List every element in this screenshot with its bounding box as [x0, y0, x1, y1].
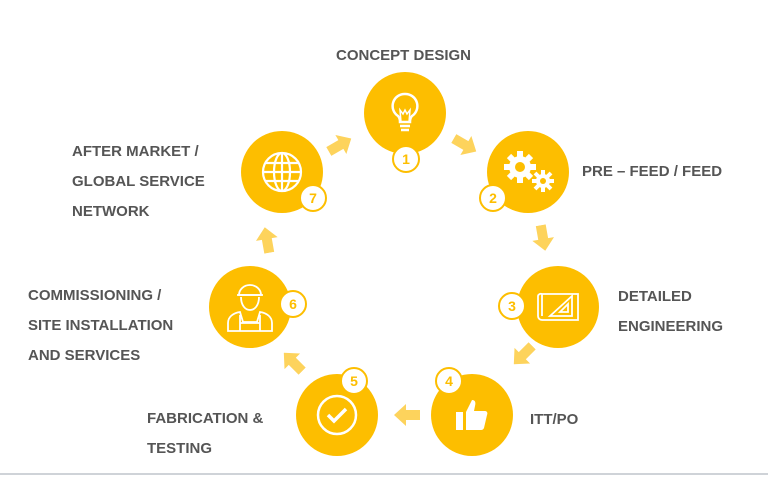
label-commissioning: COMMISSIONING / SITE INSTALLATION AND SERV…: [28, 281, 173, 371]
arrow-1-to-2: [451, 134, 477, 156]
worker-icon: [227, 284, 273, 332]
step-badge-6: 6: [279, 290, 307, 318]
label-line: PRE – FEED / FEED: [582, 163, 723, 180]
label-line: NETWORK: [72, 203, 150, 220]
label-line: DETAILED: [618, 288, 692, 305]
label-detailed-engineering: DETAILED ENGINEERING: [618, 282, 723, 342]
label-pre-feed: PRE – FEED / FEED: [582, 157, 722, 187]
bottom-divider: [0, 473, 768, 475]
check-circle-icon: [316, 394, 358, 436]
step-circle-3: [517, 266, 599, 348]
label-line: GLOBAL SERVICE: [72, 173, 205, 190]
label-line: SITE INSTALLATION: [28, 317, 174, 334]
step-badge-7: 7: [299, 184, 327, 212]
step-badge-1: 1: [392, 145, 420, 173]
lightbulb-icon: [391, 92, 419, 132]
label-itt-po: ITT/PO: [530, 405, 578, 435]
arrow-3-to-4: [513, 342, 536, 365]
arrow-2-to-3: [532, 224, 555, 251]
label-line: AND SERVICES: [28, 347, 141, 364]
step-badge-4: 4: [435, 367, 463, 395]
step-badge-5: 5: [340, 367, 368, 395]
blueprint-icon: [537, 292, 579, 321]
step-circle-2: [487, 131, 569, 213]
label-line: COMMISSIONING /: [28, 287, 162, 304]
step-circle-6: [209, 266, 291, 348]
label-line: AFTER MARKET /: [72, 143, 199, 160]
label-line: ENGINEERING: [618, 318, 724, 335]
arrow-7-to-1: [326, 134, 352, 156]
globe-icon: [261, 151, 303, 193]
label-line: ITT/PO: [530, 411, 579, 428]
step-badge-2: 2: [479, 184, 507, 212]
step-circle-7: [241, 131, 323, 213]
step-badge-3: 3: [498, 292, 526, 320]
step-circle-1: [364, 72, 446, 154]
label-concept-design: CONCEPT DESIGN: [336, 41, 471, 71]
thumbs-up-icon: [456, 400, 488, 430]
arrow-4-to-5: [394, 404, 420, 426]
label-fabrication: FABRICATION & TESTING: [147, 404, 263, 464]
label-line: CONCEPT DESIGN: [336, 47, 472, 64]
arrow-5-to-6: [283, 352, 306, 375]
label-line: FABRICATION &: [147, 410, 264, 427]
arrow-6-to-7: [255, 227, 278, 254]
gears-icon: [504, 151, 554, 192]
label-line: TESTING: [147, 440, 213, 457]
label-after-market: AFTER MARKET / GLOBAL SERVICE NETWORK: [72, 137, 205, 227]
